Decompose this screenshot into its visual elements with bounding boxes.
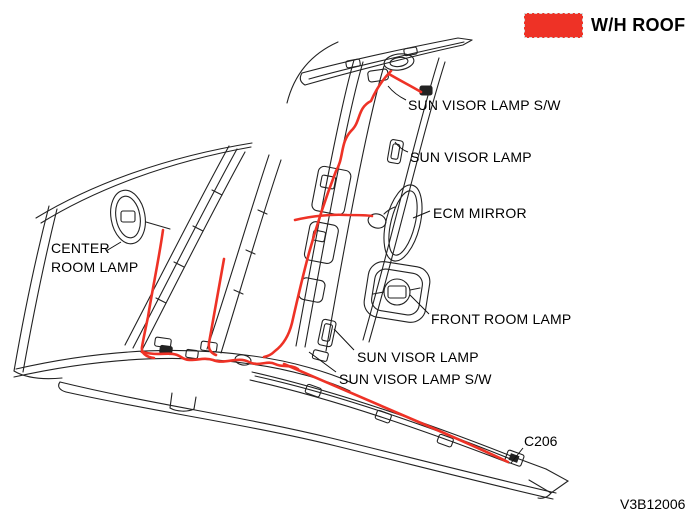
c206-connector	[504, 449, 525, 467]
leader-ecm-mirror	[412, 210, 431, 219]
leader-c206	[510, 447, 524, 464]
leader-front-room-lamp	[409, 294, 430, 315]
label-front-room-lamp: FRONT ROOM LAMP	[431, 311, 572, 327]
legend-label: W/H ROOF	[591, 15, 686, 35]
harness-junction-connectors	[159, 344, 252, 366]
label-sun-visor-lamp-bottom: SUN VISOR LAMP	[357, 349, 479, 365]
top-roof-side-rail	[286, 37, 473, 104]
front-room-lamp-part	[363, 261, 431, 323]
center-room-lamp-part	[110, 189, 171, 245]
leader-sun-visor-lamp-sw-top	[387, 85, 407, 101]
harness-middle-rail-run	[207, 257, 226, 357]
roof-harness	[140, 69, 510, 464]
label-sun-visor-lamp-sw-top: SUN VISOR LAMP S/W	[408, 97, 561, 113]
leader-center-room-lamp	[105, 241, 122, 252]
sun-visor-bracket-lower	[317, 318, 337, 348]
harness-visor-sw-branch	[387, 72, 423, 94]
rear-roof-edge	[35, 142, 253, 224]
legend-swatch	[524, 13, 583, 38]
harness-a-pillar-run	[282, 362, 510, 464]
label-sun-visor-lamp-sw-bottom: SUN VISOR LAMP S/W	[339, 371, 492, 387]
left-roof-rail	[124, 145, 246, 353]
label-center-room-lamp: CENTER ROOM LAMP	[51, 240, 139, 275]
harness-mirror-branch	[293, 213, 374, 222]
label-sun-visor-lamp-top: SUN VISOR LAMP	[410, 149, 532, 165]
harness-header-run	[140, 350, 300, 371]
leader-sun-visor-lamp-bottom	[333, 328, 355, 351]
legend: W/H ROOF	[524, 13, 685, 38]
figure-number: V3B12006	[620, 496, 686, 512]
middle-roof-rail	[206, 154, 282, 354]
label-ecm-mirror: ECM MIRROR	[433, 205, 527, 221]
harness-left-rail-run	[140, 228, 165, 360]
front-roof-opening-edge	[362, 57, 446, 343]
leader-sun-visor-lamp-top	[394, 141, 409, 153]
rear-quarter-panel	[13, 205, 63, 380]
cowl-band	[58, 381, 557, 500]
label-c206: C206	[524, 433, 558, 449]
leader-sun-visor-lamp-sw-bottom	[308, 351, 337, 373]
b-pillar	[295, 59, 385, 352]
ecm-mirror-part	[367, 184, 423, 262]
leader-lines	[105, 85, 524, 464]
a-pillar	[249, 371, 570, 499]
